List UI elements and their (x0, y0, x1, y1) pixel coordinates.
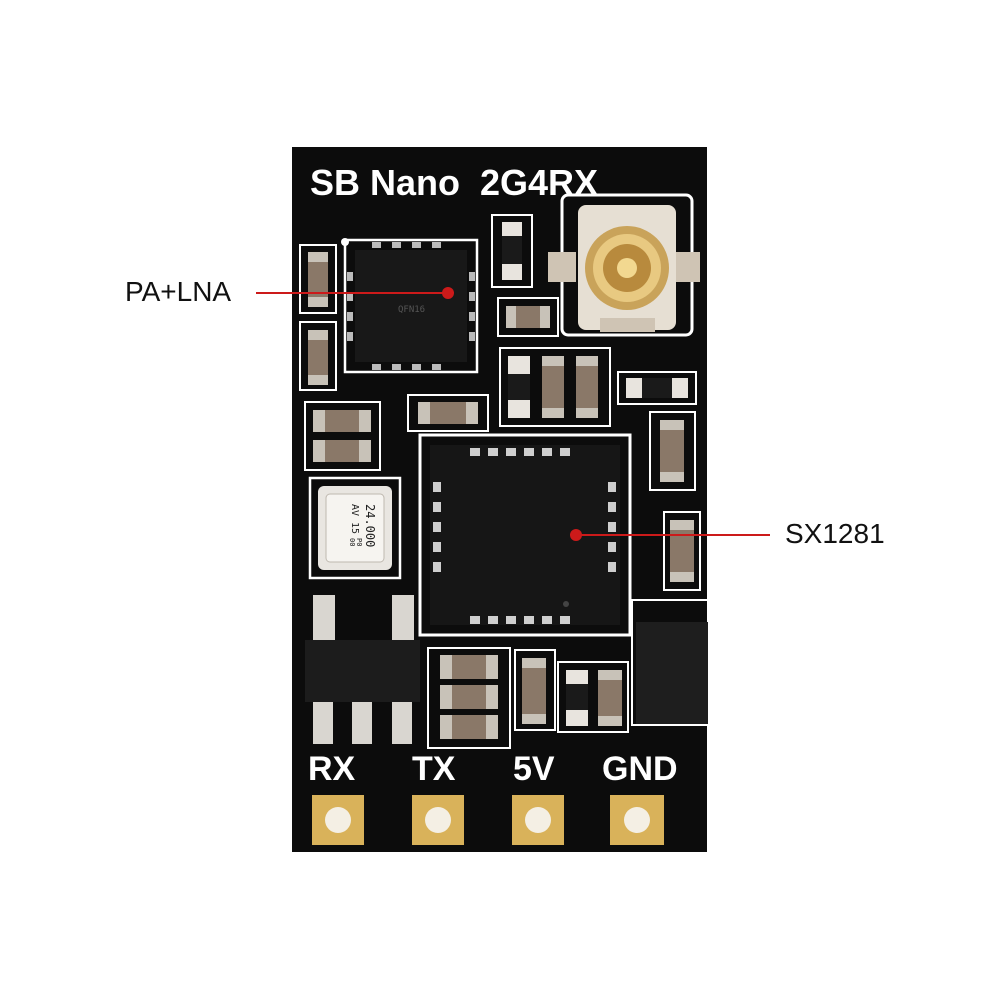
pad-tx (412, 795, 464, 845)
passive-components (299, 214, 701, 749)
crystal-oscillator: 24.000 AV 15 P0 00 (308, 476, 402, 580)
crystal-marking-code: 15 (349, 522, 360, 534)
right-bottom-component (631, 599, 711, 726)
pin-label-gnd: GND (602, 750, 678, 788)
board-title: SB Nano 2G4RX (310, 162, 598, 203)
pad-gnd (610, 795, 664, 845)
ufl-antenna-connector (548, 193, 700, 337)
crystal-marking-freq: 24.000 (363, 504, 377, 547)
pad-rx (312, 795, 364, 845)
voltage-regulator (305, 595, 420, 744)
crystal-marking-logo: AV (349, 504, 360, 516)
callout-pa-lna-line (256, 287, 454, 299)
callout-label-sx1281: SX1281 (785, 518, 885, 549)
pa-lna-chip: QFN16 (341, 238, 479, 374)
crystal-marking-00: 00 (348, 538, 356, 546)
pin-label-rx: RX (308, 750, 356, 788)
solder-pads (312, 795, 664, 845)
pad-5v (512, 795, 564, 845)
crystal-marking-p0: P0 (355, 538, 363, 546)
pin-label-5v: 5V (513, 750, 555, 788)
callout-label-pa-lna: PA+LNA (125, 276, 232, 307)
pin-label-tx: TX (412, 750, 456, 788)
pa-chip-marking: QFN16 (398, 305, 425, 315)
callout-sx1281-line (570, 529, 770, 541)
